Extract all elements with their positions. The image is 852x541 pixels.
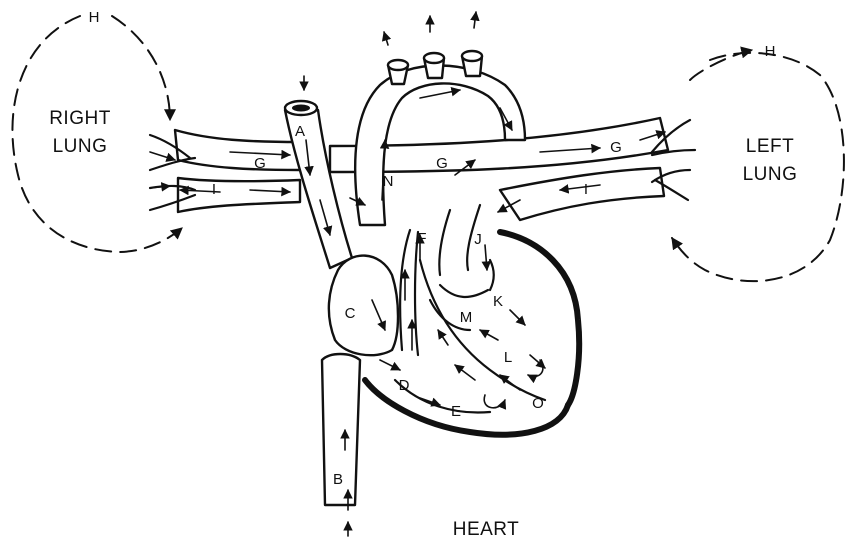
label-o: O — [532, 395, 544, 412]
label-g-center: G — [436, 155, 448, 172]
label-m: M — [460, 309, 473, 326]
aorta-arch — [355, 51, 525, 225]
label-a: A — [295, 123, 305, 140]
right-lung-label-line1: RIGHT — [49, 108, 111, 129]
label-b: B — [333, 471, 343, 488]
label-l: L — [504, 349, 512, 366]
left-lung-label-line2: LUNG — [743, 164, 798, 185]
label-i-left: I — [584, 181, 588, 198]
right-pulmonary-vessels — [150, 130, 300, 212]
label-c: C — [345, 305, 356, 322]
label-g-right: G — [254, 155, 266, 172]
label-h-right-lung: H — [89, 9, 100, 26]
label-h-left-lung: H — [765, 43, 776, 60]
label-k: K — [493, 293, 503, 310]
right-lung-label-line2: LUNG — [53, 136, 108, 157]
right-lung-loop — [12, 16, 182, 252]
left-lung-label-line1: LEFT — [746, 136, 794, 157]
organ-labels: RIGHT LUNG LEFT LUNG HEART — [49, 108, 797, 540]
label-f: F — [417, 230, 426, 247]
label-g-left: G — [610, 139, 622, 156]
label-i-right: I — [212, 181, 216, 198]
label-e: E — [451, 403, 461, 420]
label-j: J — [474, 231, 482, 248]
right-atrium — [329, 256, 398, 356]
label-n: N — [383, 173, 394, 190]
heart-caption: HEART — [453, 519, 520, 540]
label-d: D — [399, 377, 410, 394]
